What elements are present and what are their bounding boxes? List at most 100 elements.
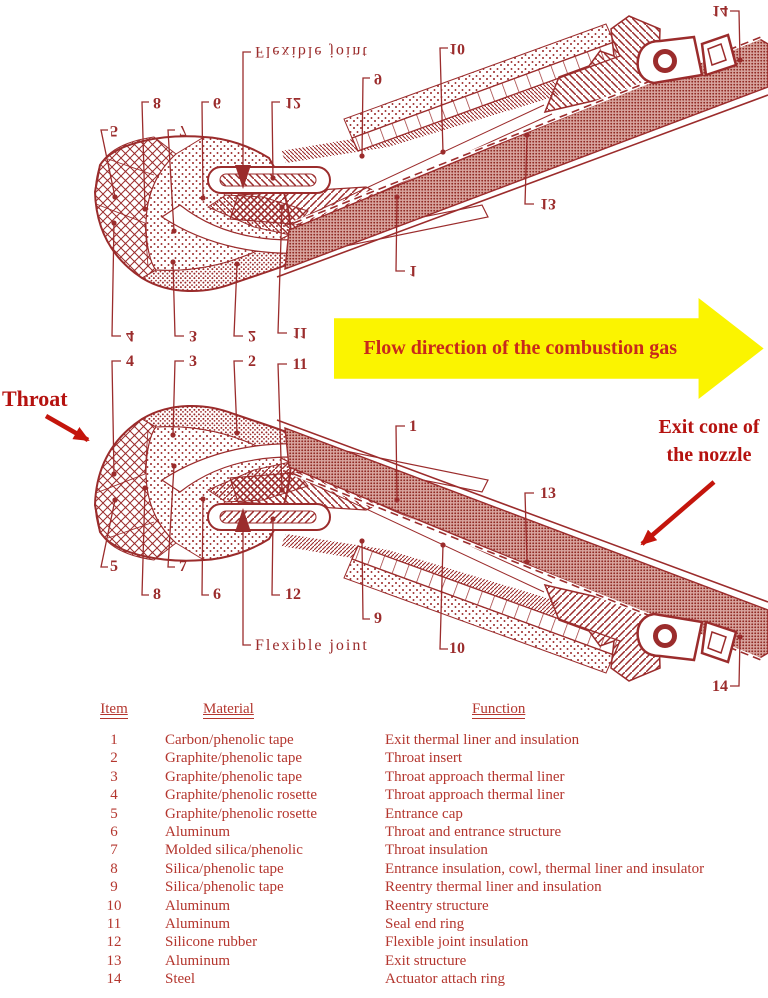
material-cell: Molded silica/phenolic: [165, 842, 303, 859]
function-cell: Throat and entrance structure: [385, 824, 562, 841]
material-cell: Graphite/phenolic rosette: [165, 787, 318, 804]
table-row: 2 Graphite/phenolic tape Throat insert: [95, 749, 713, 767]
throat-label: Throat: [2, 386, 68, 411]
nozzle-cross-section-svg: 4 3 2 11 1 13 5 8 7 6 12 9 10 14 Flexibl…: [93, 353, 768, 695]
table-row: 11 Aluminum Seal end ring: [95, 915, 713, 933]
callout-8: 8: [153, 94, 161, 111]
item-number: 3: [110, 768, 118, 785]
callout-numbers: 4 3 2 11 1 13 5 8 7 6 12 9 10 14: [110, 353, 728, 695]
callout-14: 14: [712, 2, 728, 19]
function-cell: Reentry structure: [385, 897, 489, 914]
reentry-insulation-band: [343, 23, 615, 139]
callout-dots: [111, 57, 743, 267]
flexible-joint-insulation: [219, 510, 317, 524]
material-cell: Graphite/phenolic tape: [165, 750, 303, 767]
flow-channel: [160, 204, 489, 254]
function-cell: Throat insert: [385, 750, 463, 767]
reentry-insulation-band: [343, 558, 615, 674]
callout-numbers: 4 3 2 11 1 13 5 8 7 6 12 9 10 14: [110, 2, 728, 344]
flexible-joint-insulation: [219, 173, 317, 187]
flow-channel: [160, 443, 489, 493]
item-number: 13: [106, 952, 122, 969]
exit-cone-label-line2: the nozzle: [666, 444, 752, 466]
function-cell: Actuator attach ring: [385, 971, 505, 988]
function-cell: Exit thermal liner and insulation: [385, 732, 580, 748]
material-cell: Aluminum: [165, 824, 231, 841]
cone-top-liner-line: [276, 94, 768, 278]
callout-10: 10: [449, 40, 465, 57]
item-number: 12: [106, 934, 122, 951]
item-number: 14: [106, 971, 122, 988]
item-number: 8: [110, 860, 118, 877]
header-item: Item: [100, 701, 128, 719]
callout-leader-lines: [100, 10, 741, 337]
table-row: 6 Aluminum Throat and entrance structure: [95, 823, 713, 841]
header-function: Function: [472, 701, 526, 719]
item-number: 4: [110, 787, 118, 804]
callout-13: 13: [540, 485, 556, 502]
callout-4: 4: [126, 353, 134, 370]
callout-6: 6: [213, 586, 221, 603]
material-cell: Silicone rubber: [165, 934, 258, 951]
callout-3: 3: [189, 353, 197, 370]
exit-cone-arrow-icon: [640, 480, 716, 546]
table-header-row: Item Material Function: [95, 700, 713, 719]
callout-5: 5: [110, 122, 118, 139]
function-cell: Entrance cap: [385, 805, 463, 822]
flow-direction-label: Flow direction of the combustion gas: [363, 337, 678, 359]
callout-8: 8: [153, 586, 161, 603]
table-row: 9 Silica/phenolic tape Reentry thermal lin…: [95, 878, 713, 896]
callout-11: 11: [292, 356, 307, 373]
nozzle-section-mirrored: 4 3 2 11 1 13 5 8 7 6 12 9 10 14 Flexibl…: [58, 2, 768, 347]
actuator-bracket: [700, 620, 738, 664]
material-cell: Aluminum: [165, 916, 231, 933]
actuator-bracket-inner: [707, 43, 727, 66]
actuator-bracket: [700, 33, 738, 77]
exit-cone-label: Exit cone of the nozzle: [646, 413, 768, 469]
material-cell: Graphite/phenolic tape: [165, 768, 303, 785]
callout-10: 10: [449, 640, 465, 657]
callout-dots: [111, 430, 743, 640]
material-cell: Aluminum: [165, 952, 231, 969]
callout-2: 2: [248, 353, 256, 370]
function-cell: Entrance insulation, cowl, thermal liner…: [385, 860, 705, 877]
item-number: 11: [106, 916, 122, 933]
callout-5: 5: [110, 558, 118, 575]
material-cell: Aluminum: [165, 897, 231, 914]
region-divider: [95, 429, 155, 539]
callout-14: 14: [712, 678, 728, 695]
callout-4: 4: [126, 327, 134, 344]
callout-13: 13: [540, 195, 556, 212]
item-number: 2: [110, 750, 118, 767]
cone-top-liner-line: [276, 419, 768, 603]
callout-6: 6: [213, 94, 221, 111]
function-cell: Seal end ring: [385, 916, 465, 933]
actuator-bracket-inner: [707, 631, 727, 654]
function-cell: Exit structure: [385, 952, 467, 969]
item-number: 6: [110, 824, 118, 841]
callout-2: 2: [248, 327, 256, 344]
callout-7: 7: [179, 558, 187, 575]
item-number: 1: [110, 732, 118, 748]
callout-12: 12: [285, 94, 301, 111]
callout-1: 1: [409, 262, 417, 279]
table-row: 13 Aluminum Exit structure: [95, 952, 713, 970]
actuator-ring-hole: [653, 49, 677, 73]
function-cell: Reentry thermal liner and insulation: [385, 879, 602, 896]
material-cell: Silica/phenolic tape: [165, 879, 284, 896]
nozzle-section: 4 3 2 11 1 13 5 8 7 6 12 9 10 14 Flexibl…: [58, 350, 768, 695]
item-number: 9: [110, 879, 118, 896]
callout-7: 7: [179, 122, 187, 139]
throat-arrow-icon: [44, 414, 90, 442]
callout-11: 11: [292, 324, 307, 341]
material-cell: Silica/phenolic tape: [165, 860, 284, 877]
